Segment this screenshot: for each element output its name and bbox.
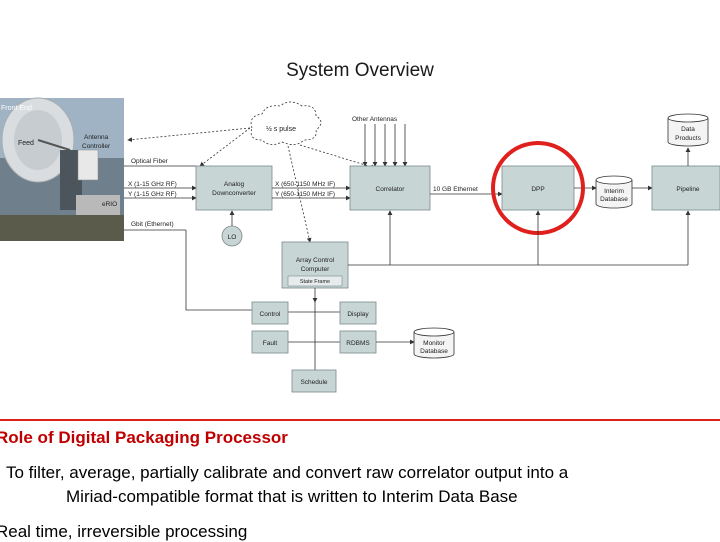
monitor-db-label-1: Monitor (423, 340, 446, 347)
schedule-label: Schedule (300, 379, 327, 386)
state-frame-label: State Frame (300, 279, 330, 285)
dpp-box (501, 165, 575, 211)
correlator-box (349, 165, 431, 211)
bullet-2: Real time, irreversible processing (0, 522, 248, 541)
slide-title: System Overview (286, 60, 434, 81)
optical-fiber-label: Optical Fiber (131, 158, 169, 165)
rdbms-label: RDBMS (346, 340, 370, 347)
monitor-database: Monitor Database (413, 327, 455, 359)
monitor-db-label-2: Database (420, 348, 448, 355)
ten-gb-label: 10 GB Ethernet (433, 186, 478, 193)
analog-downconverter-label-2: Downconverter (212, 190, 257, 197)
control-label: Control (260, 311, 282, 318)
schedule-box (291, 369, 337, 393)
lo-label: LO (228, 234, 237, 241)
display-box (339, 301, 377, 325)
other-antennas-label: Other Antennas (352, 116, 398, 123)
feed-label: Feed (18, 140, 34, 147)
fault-label: Fault (263, 340, 278, 347)
antenna-photo: Front End Feed Antenna Controller eRIO (0, 97, 124, 241)
fault-box (251, 330, 289, 354)
section-divider (0, 419, 720, 421)
analog-downconverter-label-1: Analog (224, 181, 245, 188)
bullet-1-line-1: To filter, average, partially calibrate … (6, 463, 569, 482)
dpp-label: DPP (531, 186, 544, 193)
x-rf-label: X (1-15 GHz RF) (128, 181, 177, 188)
interim-database: Interim Database (595, 175, 633, 209)
erio-label: eRIO (102, 201, 117, 208)
system-diagram: Front End Feed Antenna Controller eRIO ½… (0, 97, 720, 393)
interim-db-label-1: Interim (604, 188, 624, 195)
x-if-label: X (650-1150 MHz IF) (275, 181, 335, 188)
display-label: Display (347, 311, 369, 318)
analog-downconverter-box (195, 165, 273, 211)
pulse-cloud: ½ s pulse (250, 101, 322, 145)
y-rf-label: Y (1-15 GHz RF) (128, 191, 177, 198)
gbit-label: Gbit (Ethernet) (131, 221, 174, 228)
pulse-to-array-control-link (287, 145, 312, 243)
pipeline-box (651, 165, 720, 211)
array-control-label-2: Computer (301, 266, 330, 273)
state-frame-box (287, 275, 343, 287)
pulse-label: ½ s pulse (266, 125, 296, 133)
data-products-database: Data Products (667, 113, 709, 147)
gbit-to-control-line (185, 230, 252, 311)
front-end-label: Front End (1, 105, 32, 112)
antenna-controller-label-1: Antenna (84, 134, 109, 141)
array-control-label-1: Array Control (296, 257, 335, 264)
data-products-label-2: Products (675, 135, 701, 142)
other-antennas-arrows (362, 124, 408, 167)
antenna-controller-label-2: Controller (82, 143, 111, 150)
y-if-label: Y (650-1150 MHz IF) (275, 191, 335, 198)
bullet-1-line-2: Miriad-compatible format that is written… (66, 487, 518, 506)
pulse-to-correlator-link (299, 144, 376, 170)
correlator-label: Correlator (376, 186, 406, 193)
pulse-to-antenna-link (127, 127, 251, 142)
control-box (251, 301, 289, 325)
section-heading: Role of Digital Packaging Processor (0, 428, 288, 447)
interim-db-label-2: Database (600, 196, 628, 203)
pulse-to-downconverter-link (199, 127, 251, 167)
pipeline-label: Pipeline (676, 186, 700, 193)
data-products-label-1: Data (681, 126, 695, 133)
